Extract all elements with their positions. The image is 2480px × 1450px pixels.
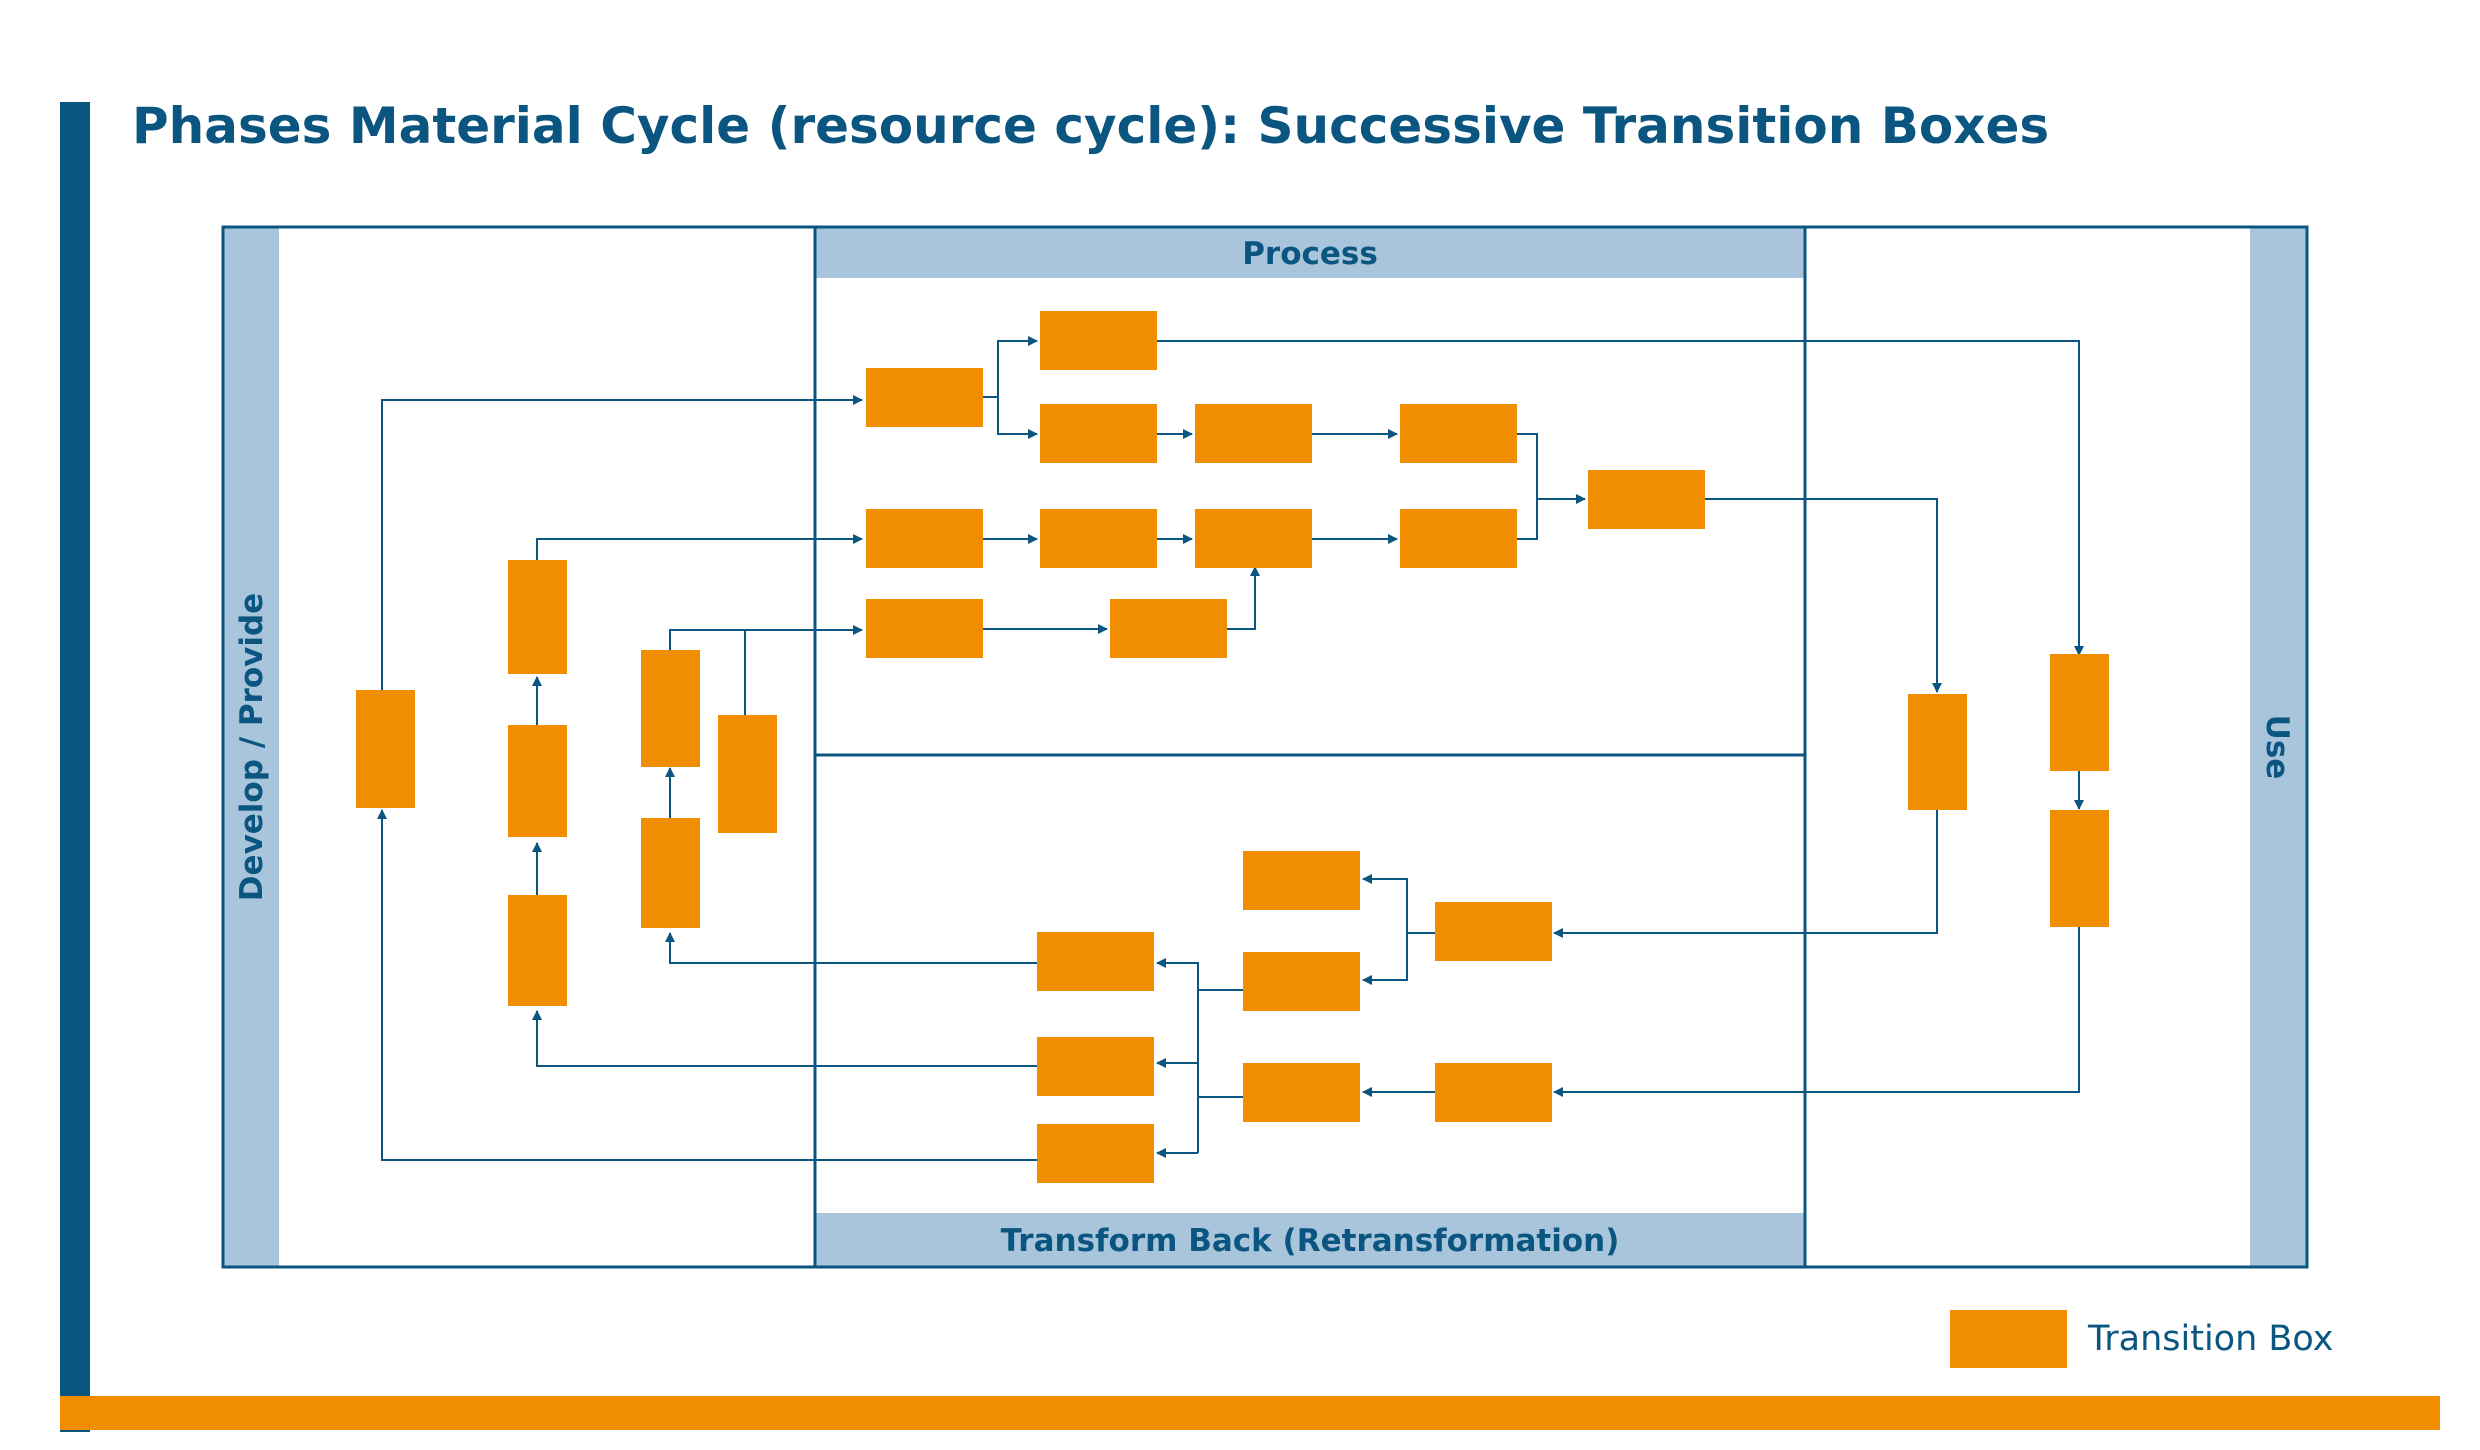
transition-box	[1040, 404, 1157, 463]
transition-box	[1110, 599, 1227, 658]
legend: Transition Box	[1950, 1310, 2333, 1368]
transition-box	[1195, 404, 1312, 463]
connector	[381, 395, 863, 690]
transition-box	[641, 650, 700, 767]
transition-box	[508, 560, 567, 674]
develop-lane-band	[223, 228, 279, 1266]
legend-swatch	[1950, 1310, 2067, 1368]
transition-box	[1040, 509, 1157, 568]
transition-box	[508, 725, 567, 837]
connector	[1515, 433, 1538, 540]
use-lane-band	[2250, 228, 2306, 1266]
connector	[377, 809, 1037, 1161]
connector	[1702, 498, 1942, 693]
connector	[536, 534, 863, 560]
transition-box	[1243, 851, 1360, 910]
connector	[669, 625, 863, 650]
transition-box	[508, 895, 567, 1006]
lane-label-develop: Develop / Provide	[234, 593, 270, 901]
lane-label-use: Use	[2259, 715, 2295, 780]
connector	[1153, 340, 2084, 656]
left-accent-bar	[60, 102, 90, 1432]
connector	[1553, 808, 1938, 938]
connector	[997, 397, 1038, 439]
connector	[1362, 933, 1408, 985]
transition-box	[1037, 1124, 1154, 1183]
transition-box	[1400, 404, 1517, 463]
connector	[665, 932, 1037, 964]
transition-box	[1435, 1063, 1552, 1122]
transition-box	[1908, 694, 1967, 810]
transition-box	[356, 690, 415, 808]
transition-box	[866, 509, 983, 568]
transition-box	[1195, 509, 1312, 568]
transition-box	[1400, 509, 1517, 568]
transition-box	[1037, 1037, 1154, 1096]
process-lane-band	[815, 228, 1805, 278]
connectors	[377, 336, 2084, 1161]
transition-box	[866, 368, 983, 427]
transition-boxes	[356, 311, 2109, 1183]
transition-box	[2050, 654, 2109, 771]
transition-box	[1588, 470, 1705, 529]
legend-label: Transition Box	[2087, 1319, 2333, 1359]
outer-frame	[221, 225, 2309, 1269]
connector	[1223, 566, 1260, 630]
transition-box	[718, 715, 777, 833]
lane-label-process: Process	[1242, 236, 1378, 272]
transition-box	[1435, 902, 1552, 961]
transition-box	[1040, 311, 1157, 370]
transition-box	[1243, 1063, 1360, 1122]
lane-label-transform-back: Transform Back (Retransformation)	[1001, 1223, 1620, 1259]
transition-box	[641, 818, 700, 928]
connector	[1156, 958, 1243, 991]
transition-box	[866, 599, 983, 658]
bottom-accent-bar	[60, 1396, 2440, 1430]
connector	[532, 1010, 1037, 1067]
transition-box	[1037, 932, 1154, 991]
transition-box	[1243, 952, 1360, 1011]
lane-bands	[223, 228, 2306, 1266]
transition-box	[2050, 810, 2109, 927]
transform-back-lane-band	[815, 1213, 1805, 1266]
connector	[982, 336, 1038, 398]
connector	[1362, 874, 1435, 934]
page-title: Phases Material Cycle (resource cycle): …	[132, 97, 2049, 155]
connector	[1553, 925, 2080, 1097]
